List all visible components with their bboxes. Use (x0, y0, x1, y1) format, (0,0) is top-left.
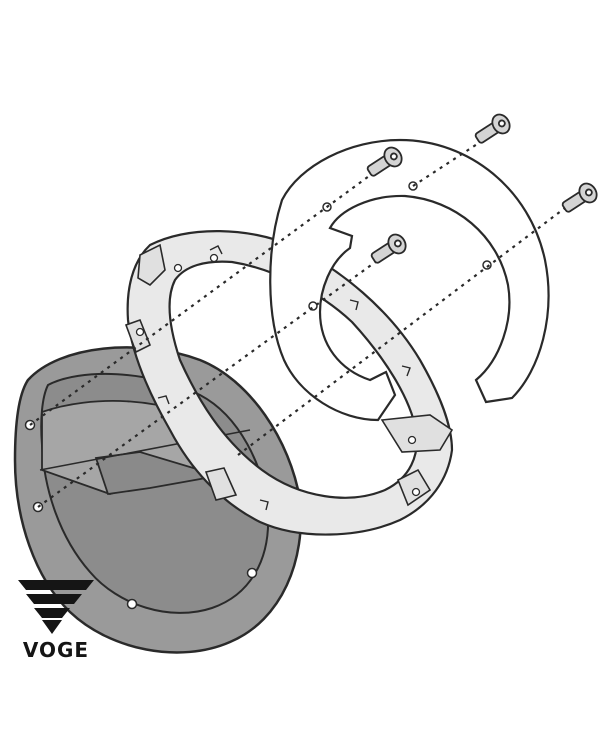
adapter-ring-lug (396, 468, 432, 507)
adapter-ring-lug (380, 414, 454, 453)
assembly-guide-lines (29, 136, 566, 508)
hole (246, 567, 258, 579)
adapter-ring-holes (135, 253, 421, 497)
guide-line (29, 167, 381, 426)
brand-logo: VOGE (14, 576, 98, 666)
adapter-ring-lug (137, 243, 166, 287)
adapter-ring-lug (124, 318, 152, 354)
mounting-plate (269, 138, 550, 422)
bolt (370, 233, 407, 264)
hole (126, 598, 138, 610)
hole (173, 263, 183, 273)
bolt (366, 146, 403, 177)
bolts (366, 113, 598, 264)
adapter-ring (124, 230, 454, 536)
voge-logo-icon (18, 580, 94, 634)
hole (135, 327, 145, 337)
bolt (561, 182, 598, 213)
hole (407, 435, 417, 445)
mounting-plate-holes (308, 181, 492, 311)
tank-cap-flange (13, 346, 303, 654)
hole (411, 487, 421, 497)
adapter-ring-lug (204, 467, 238, 501)
hole (482, 260, 492, 270)
bolt (474, 113, 511, 144)
guide-line (412, 136, 489, 187)
brand-name: VOGE (22, 638, 90, 662)
mounting-plate-body (269, 138, 550, 422)
hole (209, 253, 219, 263)
